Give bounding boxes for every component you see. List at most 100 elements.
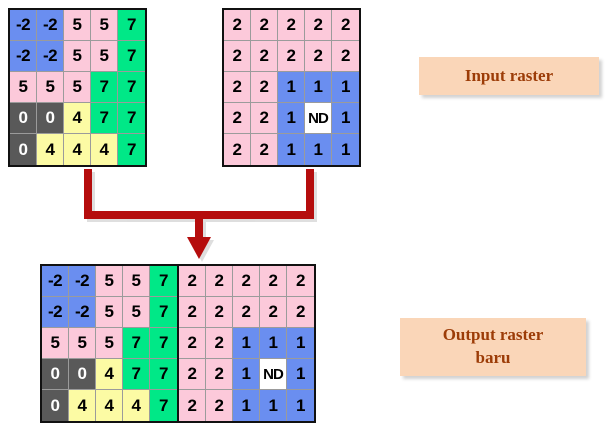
raster-cell: 1	[278, 134, 305, 165]
output-raster-label: Output raster baru	[400, 318, 586, 376]
raster-cell: -2	[37, 41, 64, 72]
raster-cell: 1	[287, 390, 314, 421]
arrow-head	[187, 237, 211, 259]
raster-cell: 1	[233, 390, 260, 421]
raster-cell: 1	[287, 328, 314, 359]
raster-cell: 2	[224, 10, 251, 41]
raster-cell: -2	[37, 10, 64, 41]
raster-cell: 2	[260, 297, 287, 328]
raster-cell: 5	[37, 72, 64, 103]
raster-cell: 1	[305, 134, 332, 165]
raster-cell: 2	[206, 297, 233, 328]
raster-cell: 5	[123, 266, 150, 297]
raster-cell: 5	[96, 297, 123, 328]
raster-cell: 2	[305, 10, 332, 41]
raster-cell: 5	[64, 72, 91, 103]
raster-cell: 2	[206, 328, 233, 359]
raster-cell: 2	[233, 297, 260, 328]
raster-cell: 1	[233, 328, 260, 359]
raster-cell: 1	[287, 359, 314, 390]
raster-cell: 0	[69, 359, 96, 390]
raster-cell: 0	[10, 134, 37, 165]
raster-cell: -2	[10, 10, 37, 41]
raster-cell: 7	[118, 103, 145, 134]
raster-cell: 0	[42, 390, 69, 421]
raster-cell: 4	[37, 134, 64, 165]
raster-cell: 0	[10, 103, 37, 134]
raster-cell: 4	[96, 359, 123, 390]
raster-cell: 4	[64, 103, 91, 134]
raster-cell: 2	[251, 72, 278, 103]
raster-cell: 2	[332, 41, 359, 72]
raster-cell: 2	[224, 72, 251, 103]
raster-cell: 2	[251, 103, 278, 134]
raster-cell: -2	[69, 297, 96, 328]
raster-cell: 7	[118, 134, 145, 165]
raster-cell: 5	[91, 41, 118, 72]
raster-cell: 5	[10, 72, 37, 103]
raster-cell: 5	[69, 328, 96, 359]
raster-cell: 7	[91, 72, 118, 103]
raster-cell: 7	[118, 10, 145, 41]
raster-cell: 2	[260, 266, 287, 297]
raster-cell: 5	[96, 266, 123, 297]
raster-cell: 2	[332, 10, 359, 41]
raster-cell: -2	[69, 266, 96, 297]
raster-cell: 4	[69, 390, 96, 421]
raster-cell: 2	[224, 103, 251, 134]
raster-cell: 2	[287, 266, 314, 297]
raster-cell: 2	[179, 328, 206, 359]
raster-cell: 7	[118, 41, 145, 72]
raster-cell: 2	[224, 41, 251, 72]
raster-cell: 7	[150, 390, 177, 421]
arrow-body	[84, 169, 314, 259]
input-raster-label-text: Input raster	[464, 65, 554, 85]
raster-cell: 7	[123, 328, 150, 359]
raster-cell: 2	[251, 10, 278, 41]
merge-arrow	[84, 169, 317, 262]
raster-cell: 0	[37, 103, 64, 134]
raster-cell: 7	[123, 359, 150, 390]
raster-cell: -2	[42, 266, 69, 297]
raster-cell: 2	[179, 266, 206, 297]
raster-cell: 2	[251, 41, 278, 72]
arrow-shadow	[87, 172, 317, 262]
raster-cell: 5	[123, 297, 150, 328]
raster-cell: 4	[96, 390, 123, 421]
raster-cell: 7	[150, 328, 177, 359]
output-raster-label-line2: baru	[475, 348, 511, 367]
raster-cell: 1	[332, 134, 359, 165]
raster-cell: 7	[118, 72, 145, 103]
raster-cell: 2	[278, 10, 305, 41]
raster-cell: 1	[305, 72, 332, 103]
output-raster-label-text: Output raster baru	[443, 324, 544, 370]
raster-cell: 7	[150, 359, 177, 390]
raster-cell: 5	[91, 10, 118, 41]
raster-cell: 2	[287, 297, 314, 328]
input-raster-label: Input raster	[419, 57, 599, 95]
raster-cell: 5	[64, 10, 91, 41]
raster-cell: 2	[251, 134, 278, 165]
raster-cell: 1	[278, 72, 305, 103]
raster-cell: -2	[42, 297, 69, 328]
raster-cell: 1	[332, 103, 359, 134]
raster-cell: 1	[260, 328, 287, 359]
raster-cell: ND	[260, 359, 287, 390]
raster-cell: 1	[332, 72, 359, 103]
